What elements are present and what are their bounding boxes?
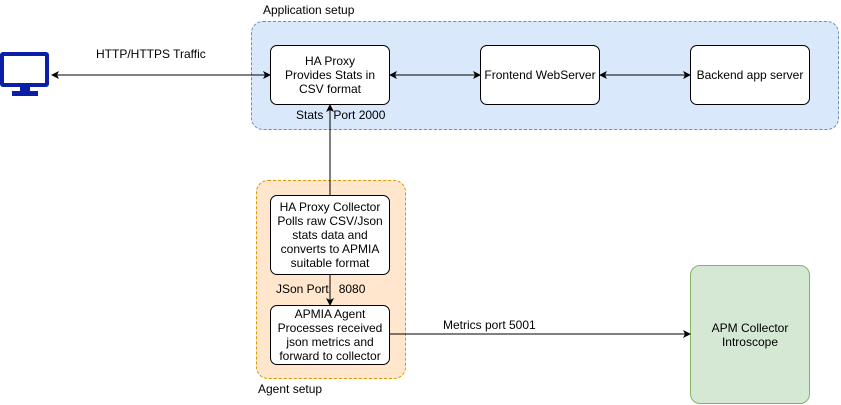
agent-setup-label: Agent setup — [258, 382, 323, 396]
backend-app-server-label: Backend app server — [696, 68, 804, 82]
apmia-agent-label: APMIA Agent Processes received json metr… — [277, 307, 383, 363]
monitor-icon — [0, 52, 49, 96]
haproxy-label: HA Proxy Provides Stats in CSV format — [284, 54, 376, 96]
stats-port-label: Stats Port 2000 — [296, 108, 386, 122]
apm-collector-label: APM Collector Introscope — [711, 320, 789, 349]
frontend-webserver-label: Frontend WebServer — [484, 68, 596, 82]
json-port-label: JSon Port 8080 — [276, 282, 366, 296]
haproxy-collector-node[interactable]: HA Proxy Collector Polls raw CSV/Json st… — [270, 195, 390, 275]
application-setup-label: Application setup — [263, 3, 355, 17]
frontend-webserver-node[interactable]: Frontend WebServer — [480, 45, 600, 105]
apm-collector-node[interactable]: APM Collector Introscope — [690, 265, 810, 404]
apmia-agent-node[interactable]: APMIA Agent Processes received json metr… — [270, 305, 390, 365]
backend-app-server-node[interactable]: Backend app server — [690, 45, 810, 105]
http-traffic-label: HTTP/HTTPS Traffic — [96, 47, 206, 61]
haproxy-node[interactable]: HA Proxy Provides Stats in CSV format — [270, 45, 390, 105]
haproxy-collector-label: HA Proxy Collector Polls raw CSV/Json st… — [277, 200, 383, 270]
metrics-port-label: Metrics port 5001 — [443, 318, 536, 332]
